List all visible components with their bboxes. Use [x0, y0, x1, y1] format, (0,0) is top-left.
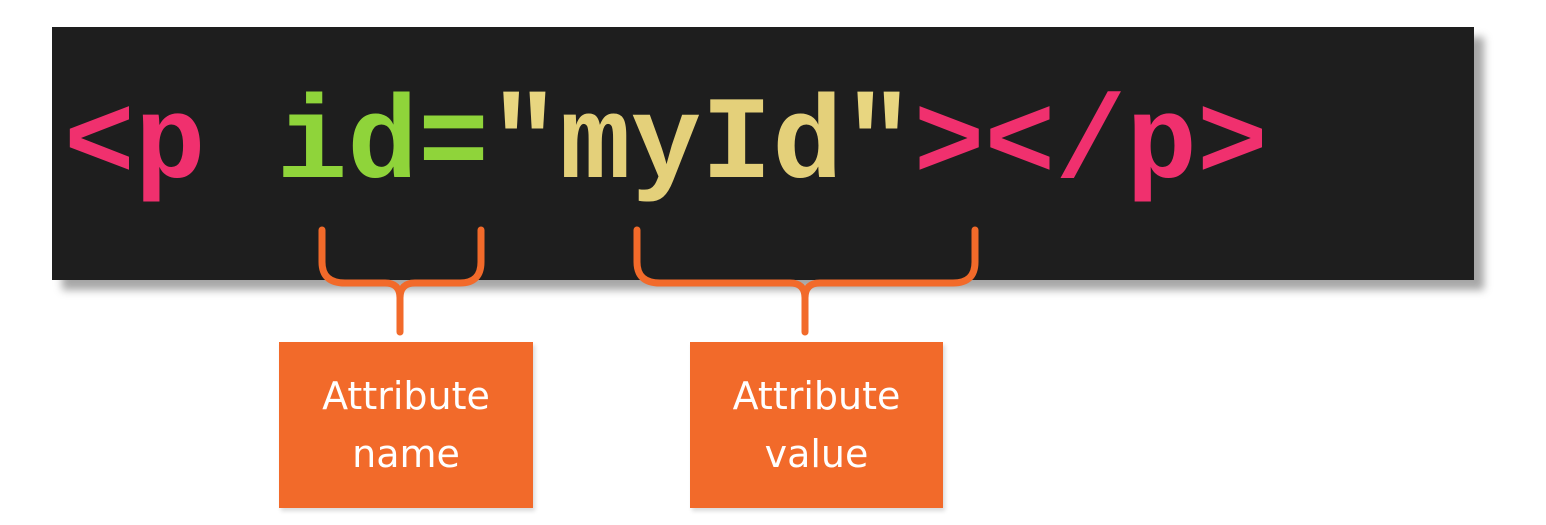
attribute-value-line1: Attribute	[732, 374, 901, 418]
equals-sign: =	[418, 80, 489, 213]
close-quote: "	[842, 80, 914, 213]
open-quote: "	[488, 80, 560, 213]
html-code-line: <p id="myId"></p>	[64, 72, 1268, 222]
attribute-name-callout: Attribute name	[279, 342, 533, 508]
open-tag-start: <p	[64, 80, 206, 213]
attribute-value-line2: value	[764, 432, 869, 476]
attribute-name-token: id	[276, 80, 419, 213]
attribute-name-line2: name	[352, 432, 460, 476]
attribute-value-callout: Attribute value	[690, 342, 943, 508]
attribute-name-line1: Attribute	[322, 374, 490, 418]
tag-end: ></p>	[913, 80, 1268, 213]
space	[206, 72, 277, 222]
attribute-value-token: myId	[559, 80, 843, 213]
